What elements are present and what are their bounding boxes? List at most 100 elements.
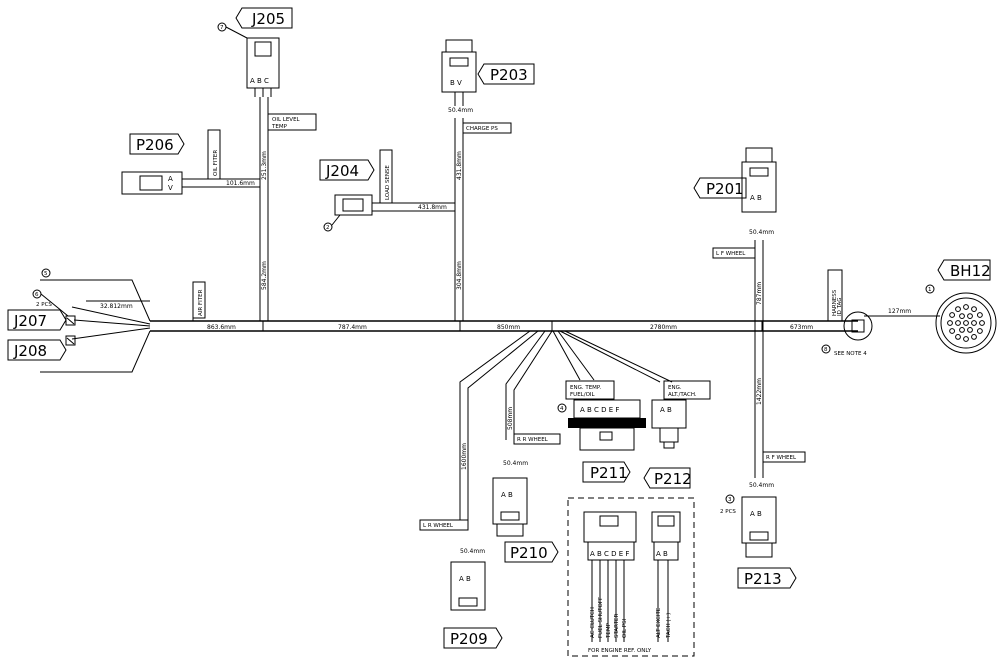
wire-label: OIL PSI <box>622 618 628 638</box>
connector-tag-BH12: BH12 <box>950 262 991 280</box>
connector-tag-J207: J207 <box>13 312 47 330</box>
dim-label: 50.4mm <box>448 107 473 114</box>
pin-labels: A B <box>501 491 513 499</box>
dim-label: 50.4mm <box>503 460 528 467</box>
branch-label: LOAD SENSE <box>385 165 391 200</box>
dim-label: 787.4mm <box>338 324 367 331</box>
connector-tag-J205: J205 <box>251 10 285 28</box>
connector-tag-J204: J204 <box>325 162 359 180</box>
dim-label: 251.3mm <box>261 151 268 180</box>
dim-label: 673mm <box>790 324 813 331</box>
callout-3: 3 <box>728 497 732 503</box>
dim-label: 50.4mm <box>749 229 774 236</box>
bh12-pin <box>955 320 961 326</box>
branch-label: CHARGE PS <box>466 126 498 132</box>
dim-label: 304.8mm <box>456 261 463 290</box>
connector-tag-P201: P201 <box>706 180 744 198</box>
connector-tag-P211: P211 <box>590 464 628 482</box>
pin-labels: A B <box>750 510 762 518</box>
dim-label: 1422mm <box>756 378 763 405</box>
branch-label: OIL LEVEL <box>272 117 301 123</box>
callout-7: 7 <box>220 25 224 31</box>
connector-bh12: 127mm BH12 1 <box>864 259 997 354</box>
wire-label: TEMP <box>606 622 612 639</box>
bh12-pin <box>959 327 965 333</box>
bh12-pin <box>971 306 977 313</box>
pin-labels: A <box>168 175 173 183</box>
connector-p212: A B P212 <box>643 399 692 489</box>
branch-p201-p213: 787mm 1422mm L F WHEEL R F WHEEL 50.4mm … <box>693 147 806 589</box>
callout-2: 2 <box>326 225 330 231</box>
wire-label: STARTER <box>614 614 620 638</box>
dim-label: 101.6mm <box>226 180 255 187</box>
pin-labels: A B <box>750 194 762 202</box>
pin-labels: A B <box>459 575 471 583</box>
dim-label: 50.4mm <box>460 548 485 555</box>
bh12-pin <box>971 320 977 326</box>
callout-5: 5 <box>44 271 48 277</box>
callout-4: 4 <box>560 406 564 412</box>
pin-labels: A B <box>656 550 668 558</box>
branch-label: ID TAG <box>837 298 843 316</box>
dim-label: 1600mm <box>461 443 468 470</box>
branch-label: R F WHEEL <box>766 455 797 461</box>
bh12-pin <box>977 328 983 334</box>
bh12-pin <box>955 306 961 313</box>
qty-note: 2 PCS <box>36 302 52 308</box>
branch-air-filter: AIR FITER <box>192 281 206 321</box>
branch-label: HARNESS <box>832 289 838 316</box>
connector-tag-P206: P206 <box>136 136 174 154</box>
branch-label: L R WHEEL <box>423 523 454 529</box>
connector-p211: A B C D E F 4 P211 <box>557 399 646 483</box>
connector-tag-P209: P209 <box>450 630 488 648</box>
bh12-pin <box>967 313 973 320</box>
dim-label: 850mm <box>497 324 520 331</box>
branch-label: ENG. TEMP. <box>570 385 601 391</box>
lower-fan: 1600mm L R WHEEL 50.4mm 508mm R R WHEEL … <box>419 330 711 555</box>
dim-label: 32.812mm <box>100 303 133 310</box>
pin-labels: A B <box>660 406 672 414</box>
callout-1: 1 <box>928 287 932 293</box>
branch-label: R R WHEEL <box>517 437 549 443</box>
bh12-pin <box>967 327 973 333</box>
dim-label: 50.4mm <box>749 482 774 489</box>
branch-label: FUEL/OIL <box>570 392 596 398</box>
dim-label: 431.8mm <box>456 151 463 180</box>
bh12-pin <box>959 313 965 320</box>
bh12-pin <box>963 336 969 342</box>
bh12-pin <box>963 304 969 310</box>
wire-label: ALT EXCITE <box>656 607 662 638</box>
branch-j205: 251.3mm 584.2mm OIL LEVEL TEMP 101.6mm O… <box>121 7 317 321</box>
branch-label: L F WHEEL <box>716 251 746 257</box>
connector-tag-P210: P210 <box>510 544 548 562</box>
bh12-pin <box>949 328 955 334</box>
dim-label: 2780mm <box>650 324 677 331</box>
pin-labels: V <box>168 184 173 192</box>
connector-tag-P212: P212 <box>654 470 692 488</box>
dim-label: 127mm <box>888 308 911 315</box>
connector-p209: A B P209 <box>443 561 503 649</box>
callout-8: 8 <box>824 347 828 353</box>
branch-label: AIR FITER <box>198 289 204 316</box>
engine-ref-note: FOR ENGINE REF. ONLY <box>588 648 652 654</box>
connector-tag-P203: P203 <box>490 66 528 84</box>
bh12-pin <box>963 320 969 326</box>
branch-p203: 431.8mm 304.8mm CHARGE PS 50.4mm 431.8mm… <box>319 39 535 321</box>
callout-6: 6 <box>35 292 39 298</box>
dim-label: 431.8mm <box>418 204 447 211</box>
pin-labels: A B C D E F <box>580 406 619 414</box>
branch-label: TEMP <box>271 124 288 130</box>
pin-labels: B V <box>450 79 462 87</box>
connector-tag-J208: J208 <box>13 342 47 360</box>
wire-label: AC CLUTCH <box>590 607 596 638</box>
harness-id-tag: HARNESS ID TAG 8 SEE NOTE 4 <box>821 269 867 357</box>
main-trunk: 863.6mm 787.4mm 850mm 2780mm 673mm <box>150 311 873 341</box>
dim-label: 508mm <box>507 407 514 430</box>
bh12-pin <box>947 320 953 326</box>
pin-labels: A B C <box>250 77 269 85</box>
left-bundle: 32.812mm 2 PCS 5 6 J207 J208 <box>7 268 151 373</box>
wire-label: FUEL SHUTOFF <box>598 597 604 638</box>
bh12-pin <box>979 320 985 326</box>
